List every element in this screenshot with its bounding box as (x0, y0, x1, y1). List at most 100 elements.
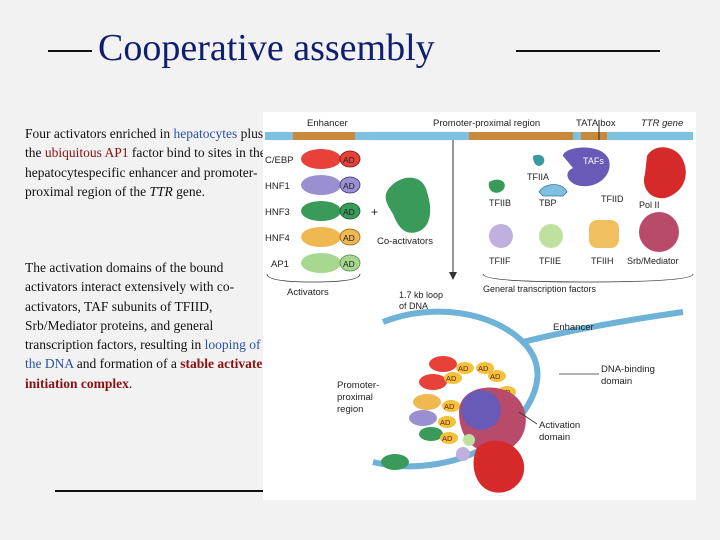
label-polii: Pol II (639, 200, 660, 210)
ad-label: AD (343, 207, 355, 217)
activator-shape (301, 253, 341, 273)
ad-label: AD (343, 181, 355, 191)
tfiih-shape (589, 220, 619, 248)
tfiif-shape (489, 224, 513, 248)
label-tfiia: TFIIA (527, 172, 549, 182)
label-tfiif: TFIIF (489, 256, 511, 266)
lower-ap1 (381, 454, 409, 470)
label-loop-2: of DNA (399, 301, 428, 311)
label-promoter-lower-1: Promoter- (337, 380, 379, 391)
promoter-segment (469, 132, 573, 140)
ad-chip-label: AD (446, 374, 457, 383)
ad-chip-label: AD (458, 364, 469, 373)
label-tata-top: TATA box (576, 118, 616, 129)
label-general-factors: General transcription factors (483, 284, 597, 294)
activator-shape (301, 175, 341, 195)
ad-chip (438, 416, 456, 428)
activator-label: HNF3 (265, 207, 290, 218)
assembly-diagram: Enhancer Promoter-proximal region TATA b… (265, 118, 694, 493)
activator-ap1: AP1 AD (271, 253, 361, 273)
lower-hnf4 (413, 394, 441, 410)
pointer-activation (518, 411, 538, 425)
ad-chip (442, 400, 460, 412)
label-activation-1: Activation (539, 420, 580, 431)
tfiib-shape (488, 179, 505, 193)
bottom-rule (55, 490, 267, 492)
lower-tfiif (456, 447, 470, 461)
label-loop-1: 1.7 kb loop (399, 290, 443, 300)
paragraph-activators: Four activators enriched in hepatocytes … (25, 124, 270, 201)
slide-title: Cooperative assembly (98, 27, 435, 69)
title-rule-left (48, 50, 92, 52)
lower-hnf3 (419, 427, 443, 441)
label-activation-2: domain (539, 432, 570, 443)
ad-label: AD (343, 155, 355, 165)
arrow-head (449, 272, 457, 280)
label-tfiid: TFIID (601, 194, 624, 204)
activator-label: HNF4 (265, 233, 290, 244)
ad-chip (488, 370, 506, 382)
lower-hnf1 (409, 410, 437, 426)
label-activators: Activators (287, 287, 329, 298)
label-promoter-top: Promoter-proximal region (433, 118, 540, 129)
label-tbp: TBP (539, 198, 557, 208)
text-run: plus the (25, 126, 264, 161)
text-run: factor bind to sites in the hepatocytesp… (25, 145, 266, 199)
label-tfiib: TFIIB (489, 198, 511, 208)
activator-hnf1: HNF1 AD (265, 175, 361, 195)
ad-domain (339, 202, 361, 220)
activator-shape (301, 149, 341, 169)
text-run: and formation of a (73, 356, 181, 372)
ad-chip-label: AD (478, 364, 489, 373)
label-gene-top: TTR gene (641, 118, 683, 129)
lower-polii (473, 440, 525, 493)
dna-strand-right (522, 309, 684, 345)
coactivator-shape (385, 177, 431, 233)
assembly-figure: Enhancer Promoter-proximal region TATA b… (263, 112, 696, 500)
activator-label: HNF1 (265, 181, 290, 192)
ad-domain (339, 228, 361, 246)
label-coactivators: Co-activators (377, 236, 433, 247)
highlight-ap1: ubiquitous AP1 (44, 145, 129, 161)
ad-label: AD (343, 233, 355, 243)
activator-shape (301, 201, 341, 221)
activator-cebp: C/EBP AD (265, 149, 361, 169)
ad-domain (339, 176, 361, 194)
label-tafs: TAFs (583, 156, 604, 166)
ad-chip (440, 432, 458, 444)
activator-hnf4: HNF4 AD (265, 227, 361, 247)
paragraph-interactions: The activation domains of the bound acti… (25, 258, 270, 393)
enhancer-segment (293, 132, 355, 140)
lower-tfiie (463, 434, 475, 446)
activator-shape (301, 227, 341, 247)
lower-cebp-2 (419, 374, 447, 390)
highlight-initiation-complex: stable activated initiation complex (25, 356, 270, 391)
ad-chip (476, 362, 494, 374)
activators-brace (266, 273, 361, 283)
text-run: Four activators enriched in (25, 126, 174, 141)
highlight-dna-loop: looping of the DNA (25, 337, 261, 372)
ad-chip-label: AD (442, 434, 453, 443)
gtf-brace (482, 273, 694, 283)
ad-domain (339, 150, 361, 168)
label-dna-binding-1: DNA-binding (601, 364, 655, 375)
label-tfiih: TFIIH (591, 256, 614, 266)
lower-tfiid (461, 390, 501, 430)
text-run: The activation domains of the bound acti… (25, 260, 235, 353)
label-tfiie: TFIIE (539, 256, 561, 266)
lower-activators (381, 356, 457, 470)
label-promoter-lower-3: region (337, 404, 363, 415)
text-run: . (128, 375, 133, 391)
tata-segment (581, 132, 607, 140)
ad-chip-label: AD (490, 372, 501, 381)
plus-sign: + (371, 205, 378, 219)
tbp-shape (538, 184, 568, 197)
lower-ad-domains: AD AD AD AD AD AD AD AD AD (438, 362, 522, 444)
ad-chip-label: AD (440, 418, 451, 427)
ad-domain (339, 254, 361, 272)
tfiid-taf-shape (563, 147, 610, 187)
srb-mediator-shape (639, 212, 679, 252)
highlight-hepatocytes: hepatocytes (173, 126, 238, 141)
label-enhancer-top: Enhancer (307, 118, 348, 129)
activator-hnf3: HNF3 AD (265, 201, 361, 221)
